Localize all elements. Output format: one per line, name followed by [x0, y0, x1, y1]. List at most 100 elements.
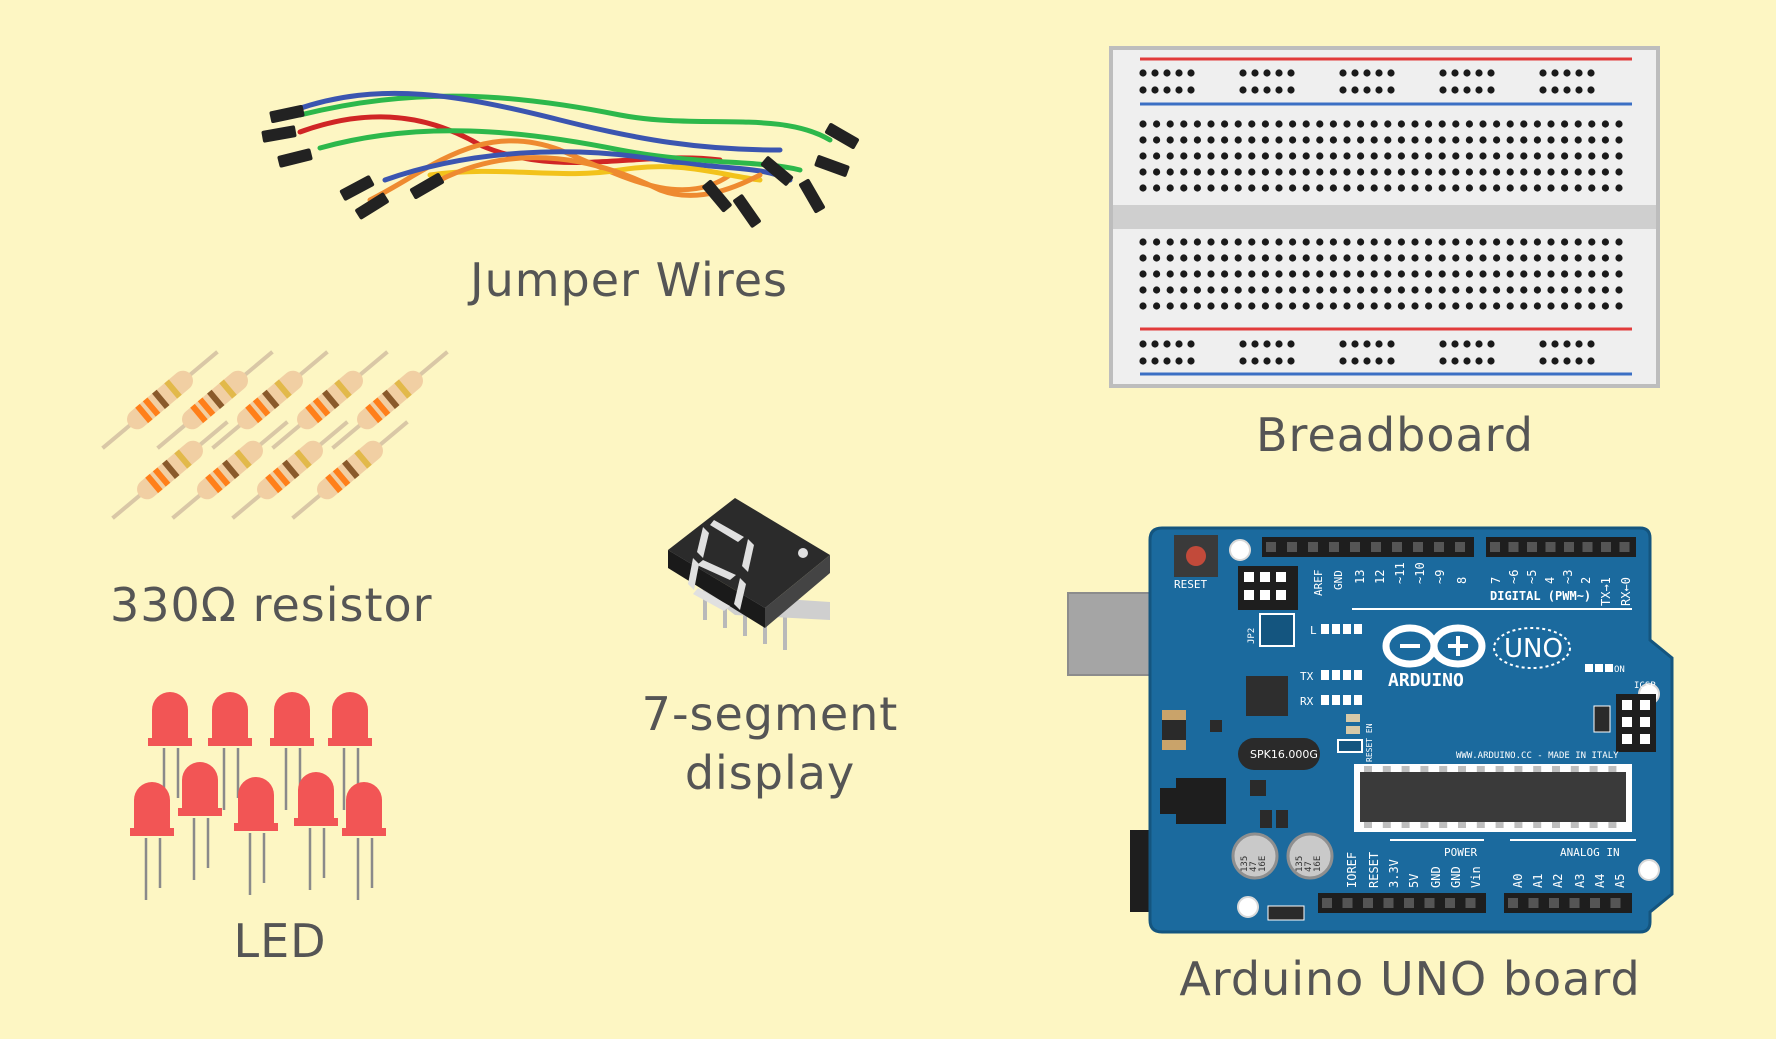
breadboard-hole: [1387, 340, 1395, 348]
breadboard-hole: [1207, 286, 1215, 294]
breadboard-hole: [1465, 184, 1473, 192]
breadboard-hole: [1166, 254, 1174, 262]
breadboard-hole: [1221, 120, 1229, 128]
breadboard-hole: [1465, 270, 1473, 278]
breadboard-hole: [1221, 136, 1229, 144]
breadboard-hole: [1397, 302, 1405, 310]
led: [328, 692, 372, 810]
breadboard-hole: [1475, 340, 1483, 348]
breadboard-hole: [1601, 286, 1609, 294]
breadboard-hole: [1139, 136, 1147, 144]
breadboard-hole: [1363, 69, 1371, 77]
voltage-regulator: [1176, 778, 1226, 824]
breadboard-hole: [1175, 357, 1183, 365]
breadboard-hole: [1193, 168, 1201, 176]
breadboard-hole: [1615, 136, 1623, 144]
model-label: UNO: [1504, 634, 1563, 664]
breadboard-hole: [1438, 286, 1446, 294]
breadboard-hole: [1563, 86, 1571, 94]
digital-pin-label: RX←0: [1619, 577, 1633, 606]
breadboard-hole: [1363, 340, 1371, 348]
breadboard-hole: [1234, 184, 1242, 192]
breadboard-hole: [1384, 238, 1392, 246]
breadboard-center-channel: [1113, 205, 1656, 229]
breadboard-hole: [1302, 254, 1310, 262]
breadboard-hole: [1397, 120, 1405, 128]
seven-segment-front: [765, 555, 830, 628]
breadboard-hole: [1289, 136, 1297, 144]
breadboard-hole: [1487, 357, 1495, 365]
breadboard-hole: [1275, 340, 1283, 348]
breadboard-hole: [1375, 340, 1383, 348]
resistor: [211, 350, 329, 450]
breadboard-hole: [1275, 168, 1283, 176]
breadboard-hole: [1275, 120, 1283, 128]
breadboard-hole: [1180, 136, 1188, 144]
breadboard-hole: [1452, 302, 1460, 310]
breadboard-hole: [1166, 302, 1174, 310]
digital-pin-label: ~9: [1433, 570, 1447, 584]
breadboard-hole: [1384, 136, 1392, 144]
breadboard-hole: [1563, 357, 1571, 365]
breadboard-hole: [1574, 152, 1582, 160]
breadboard-hole: [1316, 184, 1324, 192]
breadboard-hole: [1275, 86, 1283, 94]
breadboard-hole: [1561, 270, 1569, 278]
breadboard-hole: [1561, 254, 1569, 262]
breadboard-hole: [1329, 238, 1337, 246]
electrolytic-cap-2: [1286, 832, 1334, 880]
breadboard-hole: [1187, 357, 1195, 365]
breadboard-hole: [1234, 120, 1242, 128]
jp2-header: [1259, 613, 1295, 647]
breadboard-hole: [1370, 152, 1378, 160]
breadboard-hole: [1207, 270, 1215, 278]
breadboard-hole: [1193, 302, 1201, 310]
resistor: [156, 350, 274, 450]
breadboard-hole: [1261, 120, 1269, 128]
breadboard-hole: [1411, 254, 1419, 262]
breadboard-hole: [1588, 302, 1596, 310]
breadboard-hole: [1234, 270, 1242, 278]
reset-label: RESET: [1174, 578, 1207, 591]
breadboard-hole: [1316, 238, 1324, 246]
breadboard-hole: [1287, 86, 1295, 94]
breadboard-hole: [1248, 184, 1256, 192]
breadboard-hole: [1289, 302, 1297, 310]
breadboard-hole: [1207, 302, 1215, 310]
breadboard-hole: [1343, 168, 1351, 176]
breadboard-hole: [1302, 168, 1310, 176]
resistor: [271, 350, 389, 450]
breadboard-hole: [1275, 136, 1283, 144]
breadboard-hole: [1425, 136, 1433, 144]
usb-chip: [1246, 676, 1288, 716]
breadboard-hole: [1411, 184, 1419, 192]
breadboard-hole: [1261, 254, 1269, 262]
breadboard-hole: [1425, 152, 1433, 160]
breadboard-hole: [1234, 152, 1242, 160]
breadboard-hole: [1384, 302, 1392, 310]
seven-segment-digit: [688, 520, 808, 611]
breadboard-hole: [1465, 238, 1473, 246]
breadboard-hole: [1287, 357, 1295, 365]
breadboard-hole: [1329, 120, 1337, 128]
led-label: LED: [233, 914, 327, 968]
breadboard-hole: [1153, 270, 1161, 278]
breadboard-hole: [1163, 86, 1171, 94]
breadboard-hole: [1263, 357, 1271, 365]
breadboard-hole: [1520, 152, 1528, 160]
breadboard-hole: [1180, 254, 1188, 262]
breadboard-hole: [1520, 136, 1528, 144]
breadboard-hole: [1425, 120, 1433, 128]
breadboard-hole: [1251, 357, 1259, 365]
digital-pin-label: 7: [1489, 577, 1503, 584]
resistor: [331, 350, 449, 450]
breadboard-hole: [1615, 184, 1623, 192]
breadboard-hole: [1343, 152, 1351, 160]
capacitor-label: 135: [1295, 856, 1305, 872]
breadboard-hole: [1339, 357, 1347, 365]
reset-button-cap[interactable]: [1186, 546, 1206, 566]
breadboard-hole: [1520, 270, 1528, 278]
breadboard-hole: [1239, 357, 1247, 365]
breadboard-hole: [1275, 238, 1283, 246]
